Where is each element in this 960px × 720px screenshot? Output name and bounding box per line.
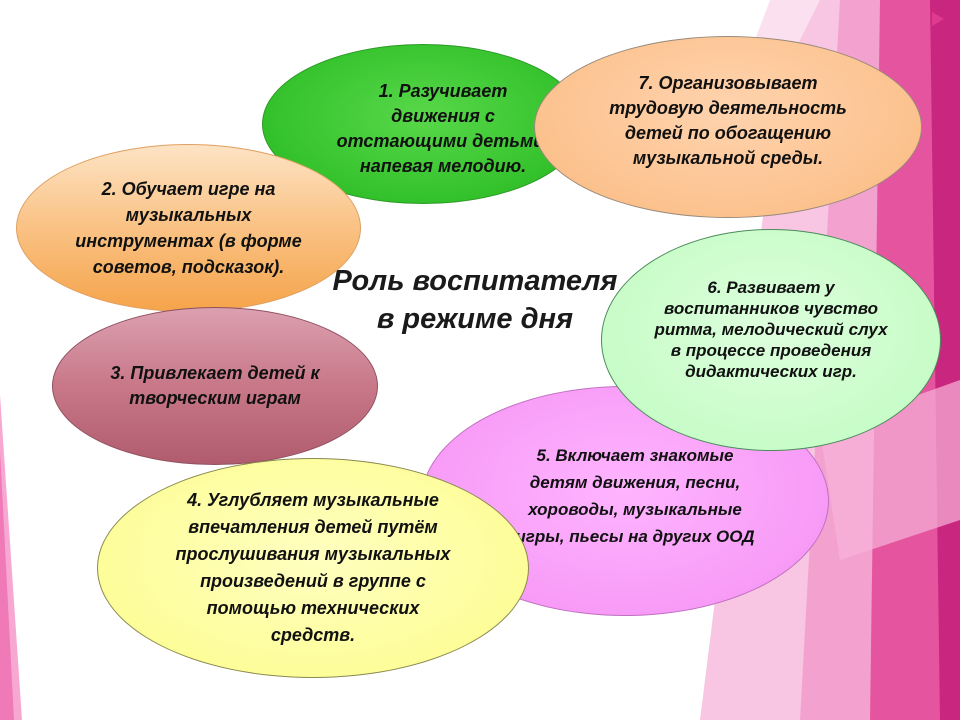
right-edge-band	[930, 0, 960, 720]
bubble-5-text: 5. Включает знакомые детям движения, пес…	[515, 446, 755, 546]
central-title: Роль воспитателя в режиме дня	[332, 265, 618, 335]
bubble-7-text: 7. Организовывает трудовую деятельность …	[609, 73, 847, 168]
bubble-4: 4. Углубляет музыкальные впечатления дет…	[97, 458, 529, 678]
play-arrow-icon	[932, 12, 944, 26]
bubble-2-text: 2. Обучает игре на музыкальных инструмен…	[75, 179, 302, 277]
bubble-1-text: 1. Разучивает движения с отстающими деть…	[336, 81, 550, 176]
bubble-7: 7. Организовывает трудовую деятельность …	[534, 36, 922, 218]
bubble-3-text: 3. Привлекает детей к творческим играм	[110, 363, 320, 408]
bubble-6-text: 6. Развивает у воспитанников чувство рит…	[654, 277, 888, 381]
left-pink-shape-dark	[0, 450, 14, 720]
bubble-3: 3. Привлекает детей к творческим играм	[52, 307, 378, 465]
bubble-4-text: 4. Углубляет музыкальные впечатления дет…	[175, 490, 451, 645]
bubble-6: 6. Развивает у воспитанников чувство рит…	[601, 229, 941, 451]
bubble-2: 2. Обучает игре на музыкальных инструмен…	[16, 144, 361, 312]
